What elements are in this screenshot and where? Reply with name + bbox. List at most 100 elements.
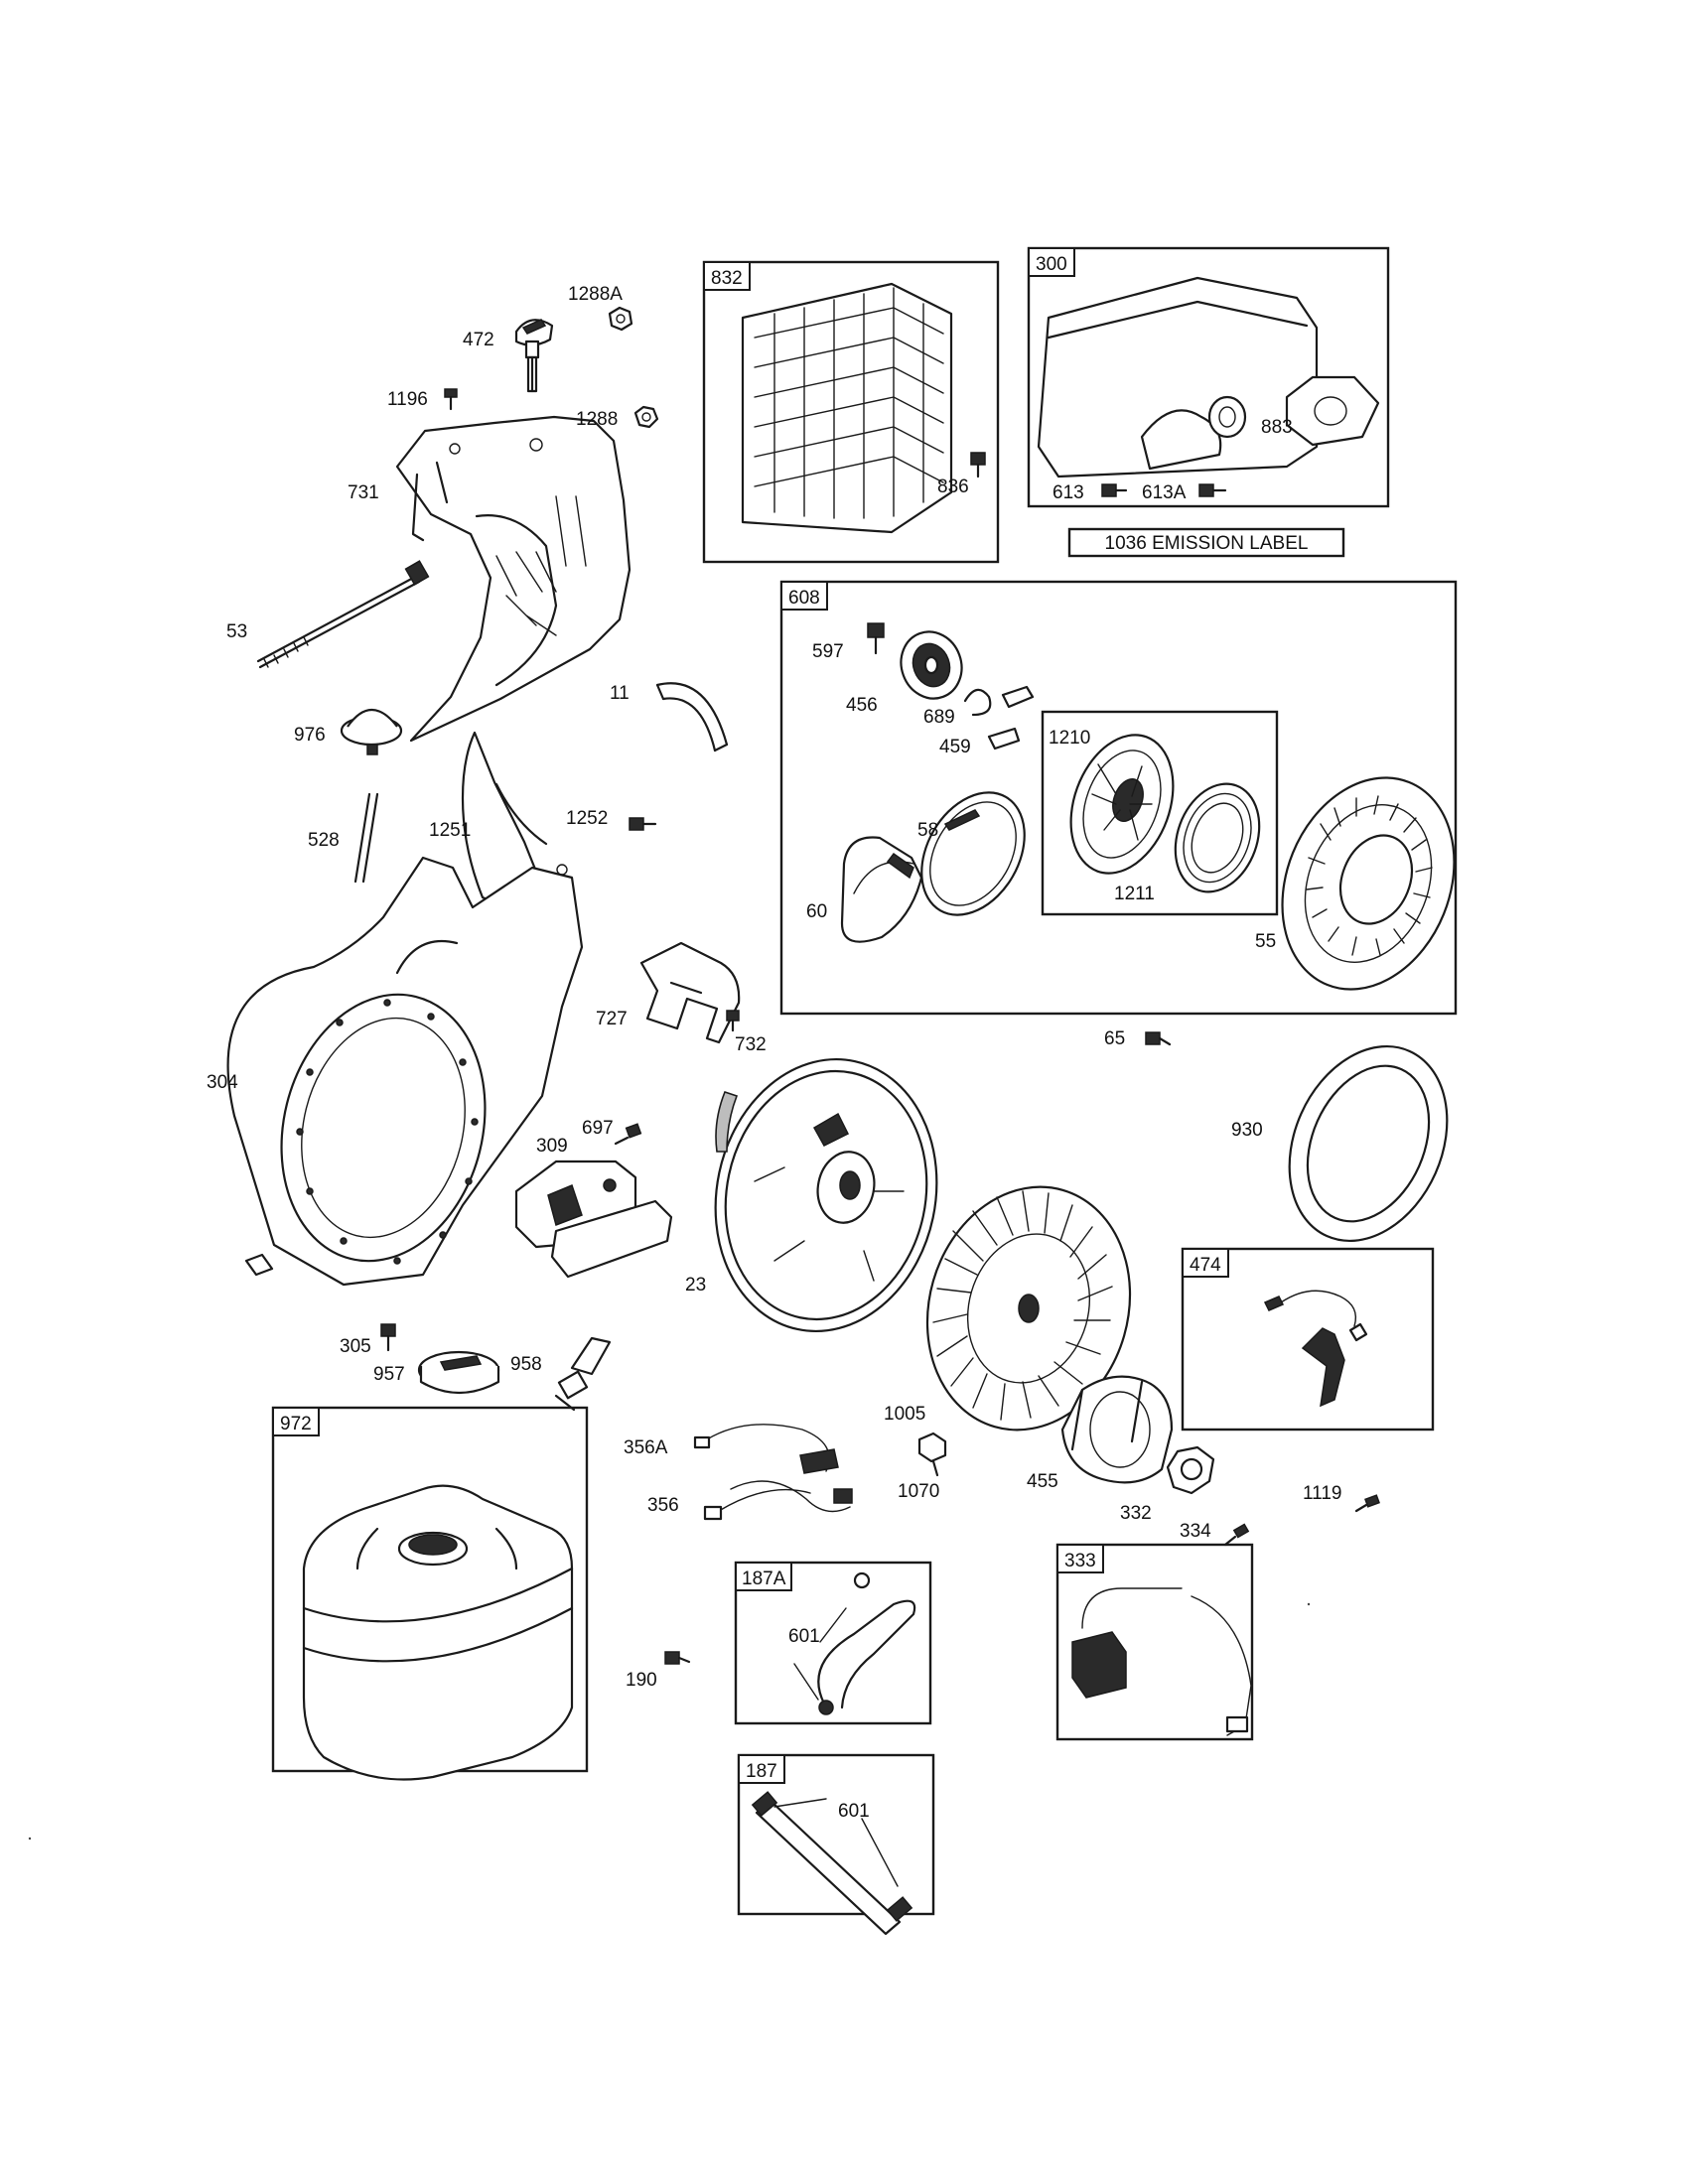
label-528: 528 [308, 830, 340, 851]
label-58: 58 [917, 820, 938, 841]
part-832-guard [741, 282, 953, 534]
part-58-rope [920, 791, 1026, 916]
part-1211-spring [1174, 782, 1261, 893]
part-190-screw [664, 1651, 691, 1665]
part-472-dipstick [514, 319, 554, 393]
group-box-333 [1055, 1543, 1254, 1741]
emission-label: 1036 EMISSION LABEL [1105, 533, 1309, 554]
group-box-608 [779, 580, 1458, 1016]
leader-601b-right [861, 1818, 899, 1887]
part-459-pawls [987, 685, 1035, 751]
part-1288A-nut [608, 306, 633, 332]
group-label-1210: 1210 [1049, 728, 1090, 749]
part-836-screw [970, 452, 986, 478]
group-box-474 [1181, 1247, 1435, 1432]
group-box-187 [737, 1753, 935, 1916]
label-1070: 1070 [898, 1481, 939, 1502]
part-55-starter-housing [1281, 776, 1456, 991]
group-label-300: 300 [1036, 254, 1067, 275]
part-597-screw [867, 622, 885, 655]
label-65: 65 [1104, 1028, 1125, 1049]
label-304: 304 [207, 1072, 238, 1093]
part-1210-pulley [1069, 734, 1175, 875]
group-label-972: 972 [280, 1414, 312, 1434]
group-box-187A [734, 1561, 932, 1725]
part-689-clip [963, 688, 992, 717]
label-1251: 1251 [429, 820, 471, 841]
label-190: 190 [626, 1670, 657, 1691]
part-1252-screw [629, 817, 657, 831]
group-box-832 [702, 260, 1000, 564]
part-356A-wire [693, 1424, 839, 1474]
label-60: 60 [806, 901, 827, 922]
part-334-screw [1223, 1523, 1250, 1547]
label-613A: 613A [1142, 482, 1187, 503]
leader-601a-top [819, 1607, 847, 1643]
part-972-fuel-tank [302, 1484, 574, 1781]
label-1252: 1252 [566, 808, 608, 829]
label-613: 613 [1052, 482, 1084, 503]
part-474-wire [1263, 1290, 1368, 1408]
label-334: 334 [1180, 1521, 1211, 1542]
label-305: 305 [340, 1336, 371, 1357]
part-456-pawl-plate [900, 630, 963, 700]
label-976: 976 [294, 725, 326, 746]
part-60-handle [840, 836, 923, 943]
part-187A-hose [817, 1571, 916, 1715]
label-1005: 1005 [884, 1404, 925, 1425]
part-309-ignition-module [514, 1160, 673, 1279]
part-53-stud [256, 560, 430, 669]
label-23: 23 [685, 1275, 706, 1296]
label-1211: 1211 [1114, 884, 1155, 904]
part-528-hose [353, 792, 379, 884]
label-732: 732 [735, 1034, 767, 1055]
label-836: 836 [937, 477, 969, 497]
label-697: 697 [582, 1118, 614, 1139]
group-label-187A: 187A [742, 1569, 786, 1589]
part-1005-fan [925, 1185, 1132, 1432]
part-930-screen [1288, 1044, 1449, 1243]
group-label-474: 474 [1190, 1255, 1221, 1276]
part-23-flywheel [714, 1057, 938, 1333]
label-356A: 356A [624, 1437, 668, 1458]
label-55: 55 [1255, 931, 1276, 952]
part-727-bracket [639, 941, 741, 1044]
label-1196: 1196 [387, 389, 428, 410]
part-187-hose [751, 1791, 913, 1936]
scan-dot [28, 1837, 32, 1841]
part-455-cup [1060, 1375, 1174, 1484]
group-label-608: 608 [788, 588, 820, 609]
part-332-nut [1166, 1445, 1215, 1495]
group-label-832: 832 [711, 268, 743, 289]
part-356-wire [703, 1480, 853, 1521]
part-65-screw [1145, 1031, 1172, 1046]
part-1119-screw [1354, 1494, 1380, 1513]
label-472: 472 [463, 330, 494, 350]
group-label-187: 187 [746, 1761, 777, 1782]
part-1070-bolt [917, 1432, 947, 1477]
part-304-blower-housing [226, 856, 584, 1287]
label-601-187: 601 [838, 1801, 870, 1822]
part-333-armature [1071, 1587, 1252, 1736]
leader-601a-bottom [793, 1663, 819, 1701]
label-459: 459 [939, 737, 971, 757]
part-731-shield [395, 415, 632, 743]
part-300-muffler [1037, 276, 1319, 478]
label-456: 456 [846, 695, 878, 716]
label-1119: 1119 [1303, 1483, 1341, 1504]
label-597: 597 [812, 641, 844, 662]
part-613-bolt [1101, 483, 1128, 497]
label-1288A: 1288A [568, 284, 623, 305]
part-1196-screw [444, 388, 458, 411]
label-356: 356 [647, 1495, 679, 1516]
label-309: 309 [536, 1136, 568, 1157]
scan-dot [1307, 1602, 1311, 1606]
label-11: 11 [610, 683, 630, 704]
leader-601b-left [773, 1798, 827, 1808]
group-label-333: 333 [1064, 1551, 1096, 1571]
part-697-screw [614, 1123, 642, 1146]
part-957-fuel-cap [417, 1350, 500, 1395]
label-731: 731 [348, 482, 379, 503]
label-957: 957 [373, 1364, 405, 1385]
part-1288-nut [633, 405, 659, 429]
